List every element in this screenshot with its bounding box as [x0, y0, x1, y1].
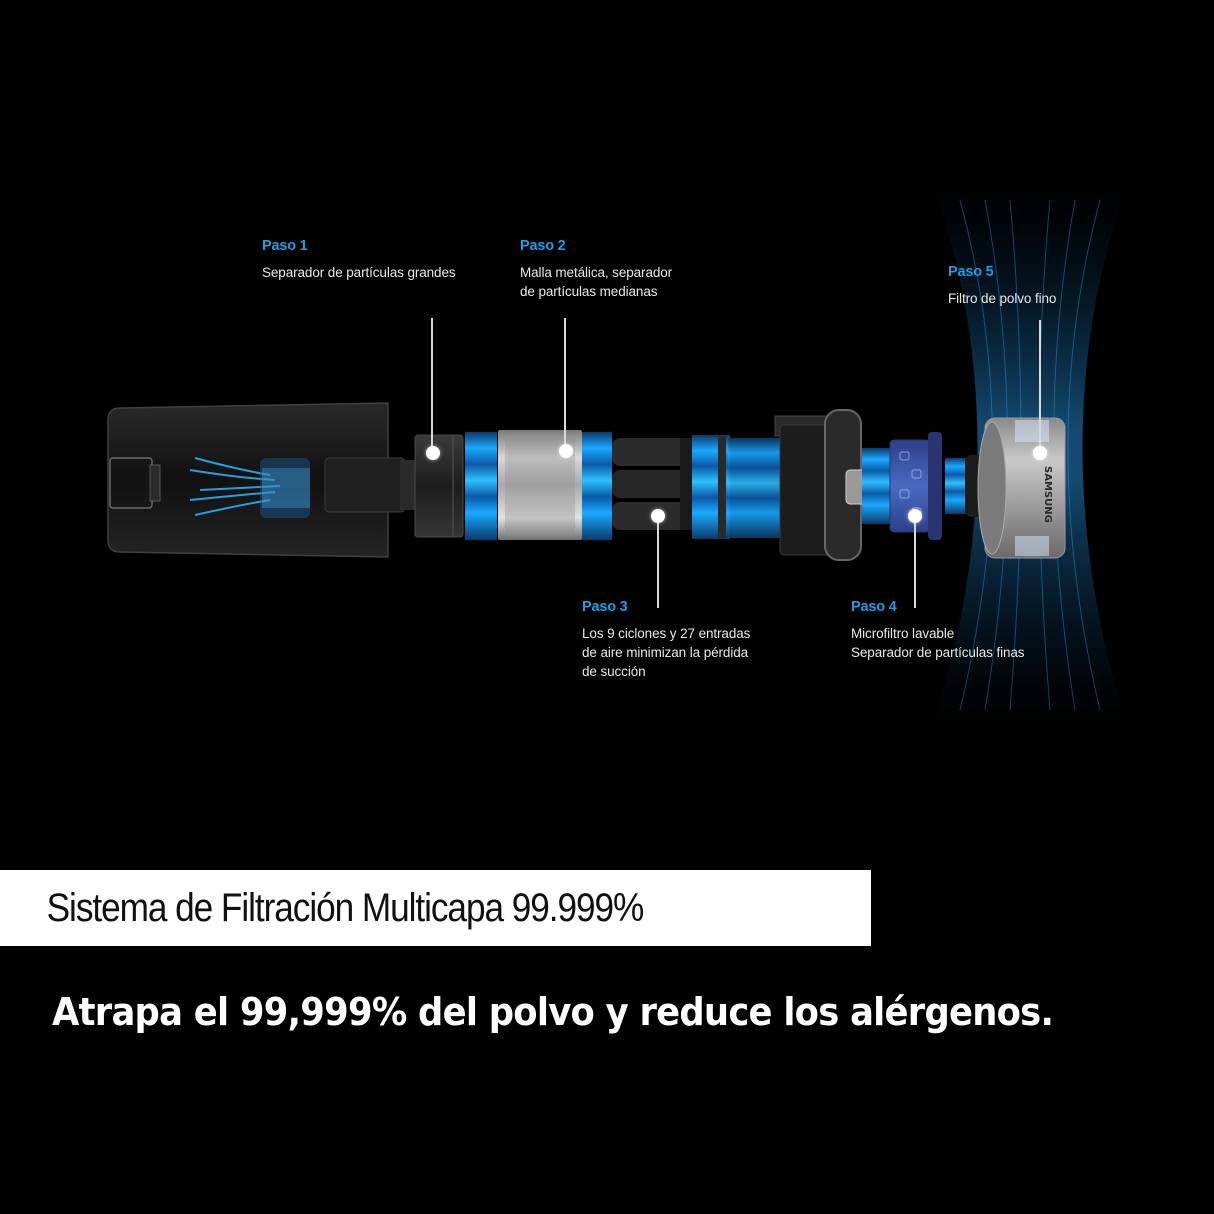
callout-paso-2: Paso 2 Malla metálica, separador de part… [520, 237, 672, 301]
paso-2-marker-dot [559, 444, 573, 458]
step-label: Paso 3 [582, 599, 628, 615]
step-description: Filtro de polvo fino [948, 291, 1057, 306]
step-label: Paso 2 [520, 238, 566, 254]
vacuum-filtration-illustration: SAMSUNG [107, 190, 1125, 720]
paso-2-leader-line [564, 318, 566, 452]
paso-5-leader-line [1039, 320, 1041, 450]
paso-1-marker-dot [426, 446, 440, 460]
paso-3-leader-line [657, 516, 659, 608]
step-description: Malla metálica, separador de partículas … [520, 265, 673, 299]
headline: Atrapa el 99,999% del polvo y reduce los… [52, 990, 1054, 1034]
paso-1-leader-line [431, 318, 433, 452]
paso-3-marker-dot [651, 509, 665, 523]
callout-paso-5: Paso 5 Filtro de polvo fino [948, 263, 1056, 308]
step-label: Paso 5 [948, 264, 994, 280]
paso-4-marker-dot [908, 509, 922, 523]
step-description: Microfiltro lavable Separador de partícu… [851, 626, 1025, 660]
paso-4-leader-line [914, 516, 916, 608]
title-banner: Sistema de Filtración Multicapa 99.999% [0, 870, 871, 946]
callout-paso-4: Paso 4 Microfiltro lavable Separador de … [851, 598, 1025, 662]
step-description: Los 9 ciclones y 27 entradas de aire min… [582, 626, 751, 679]
banner-title: Sistema de Filtración Multicapa 99.999% [46, 885, 645, 930]
step-description: Separador de partículas grandes [262, 265, 456, 280]
callout-paso-1: Paso 1 Separador de partículas grandes [262, 237, 456, 282]
step-label: Paso 4 [851, 599, 897, 615]
exploded-vacuum-diagram: SAMSUNG [107, 190, 1125, 720]
step-label: Paso 1 [262, 238, 308, 254]
callout-paso-3: Paso 3 Los 9 ciclones y 27 entradas de a… [582, 598, 750, 681]
paso-5-marker-dot [1033, 446, 1047, 460]
brand-mark: SAMSUNG [1042, 466, 1053, 523]
